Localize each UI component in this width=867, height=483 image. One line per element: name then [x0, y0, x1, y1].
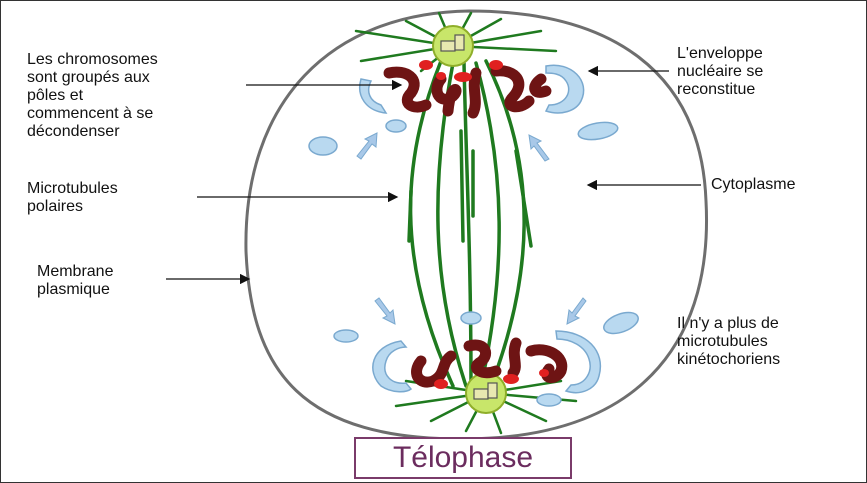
label-membrane: Membrane plasmique [37, 263, 113, 299]
title-box: Télophase [354, 437, 572, 479]
label-envelope: L'enveloppe nucléaire se reconstitue [677, 45, 763, 99]
label-microtubules: Microtubules polaires [27, 180, 118, 216]
label-kinetochore: Il n'y a plus de microtubules kinétochor… [677, 315, 780, 369]
centrosome-icon [466, 373, 506, 413]
label-cytoplasm: Cytoplasme [711, 176, 795, 194]
centrosome-icon [433, 26, 473, 66]
diagram-title: Télophase [393, 441, 533, 475]
label-chromosomes: Les chromosomes sont groupés aux pôles e… [27, 51, 158, 141]
